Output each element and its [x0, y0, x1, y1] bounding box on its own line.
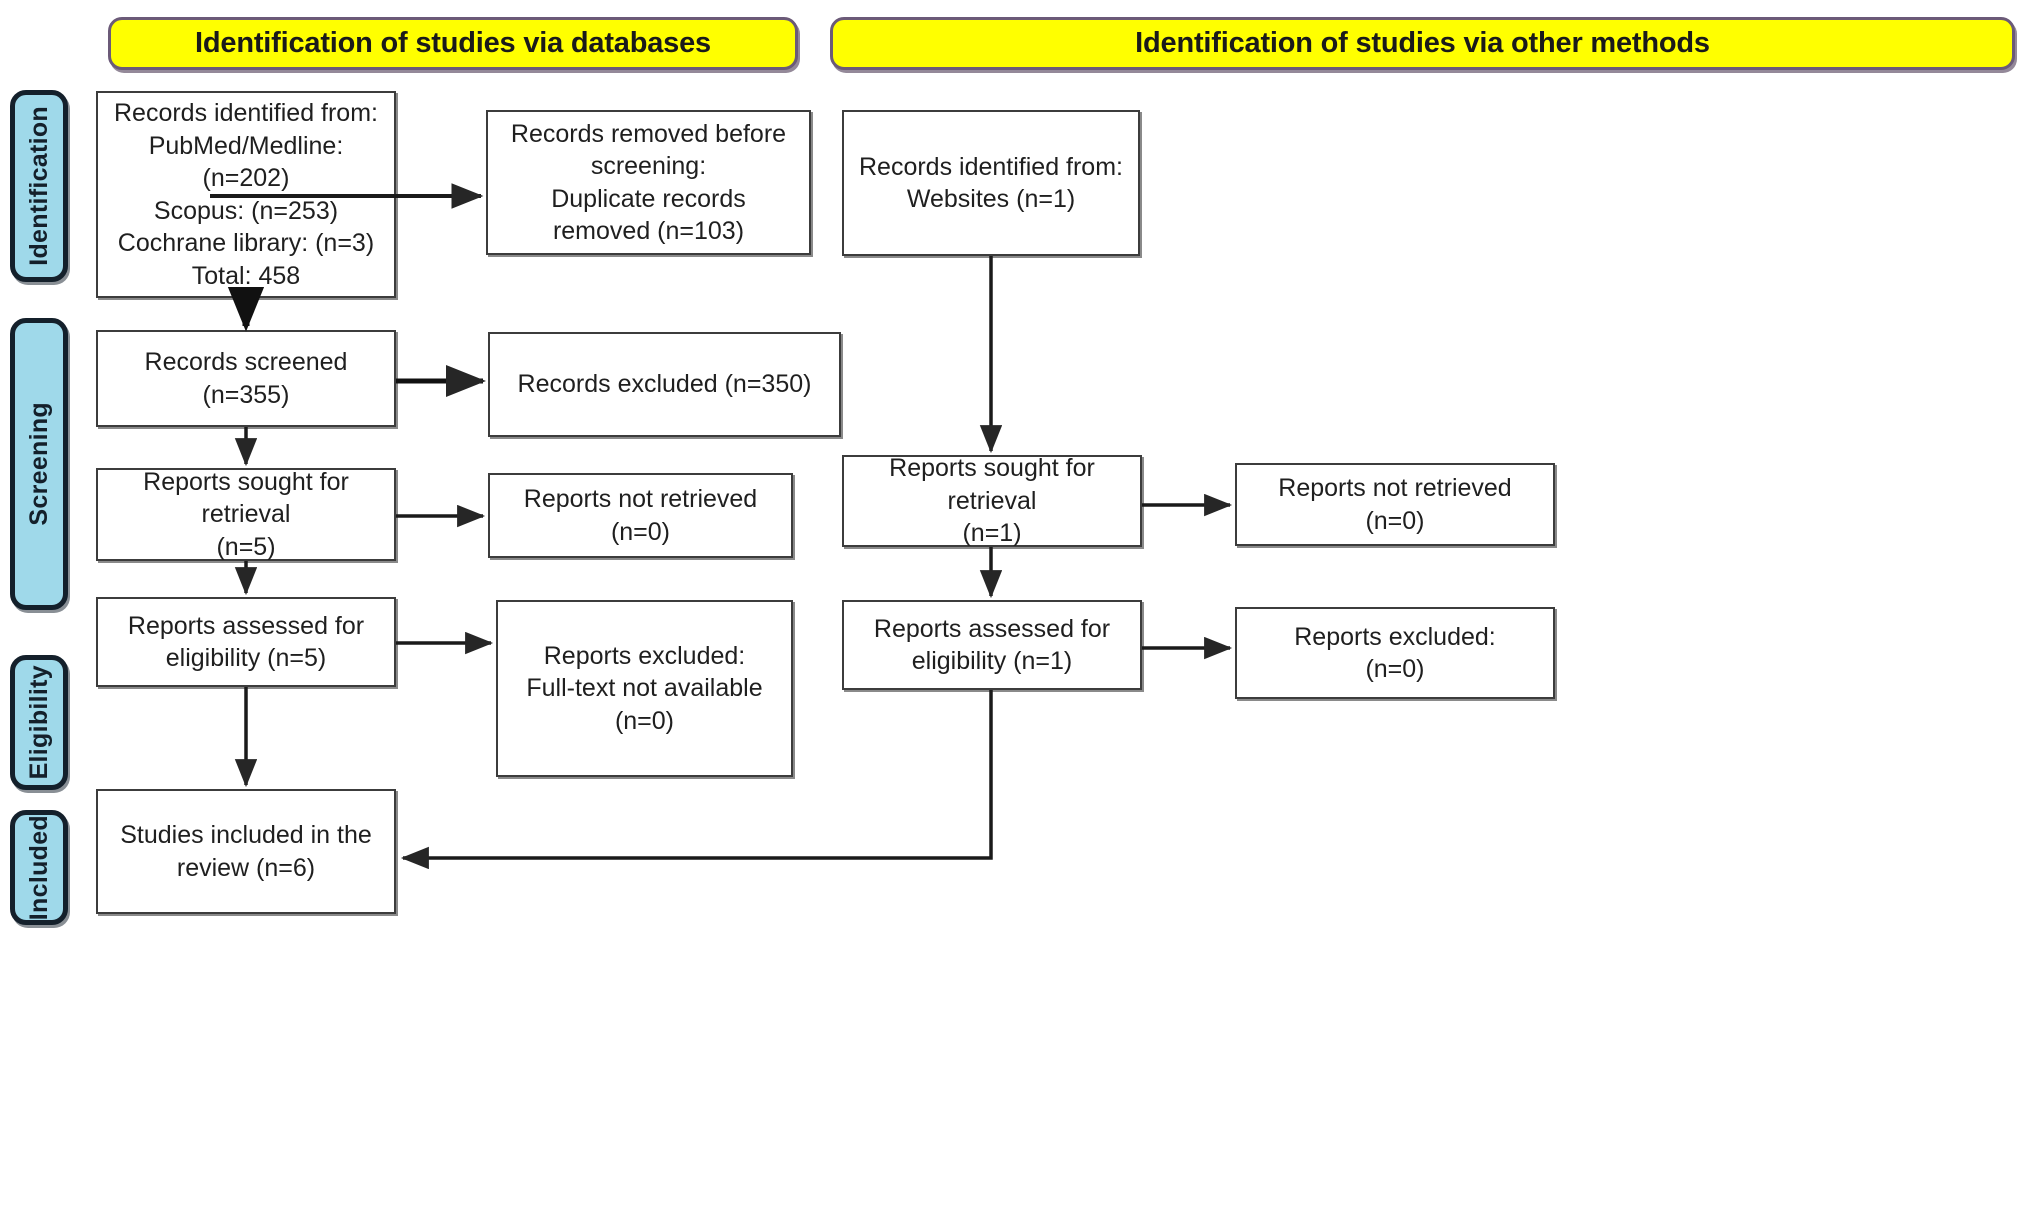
box-reports-sought-left-text: Reports sought for retrieval (n=5) [143, 467, 349, 561]
stage-label-screening: Screening [24, 402, 53, 526]
box-records-removed-before-screening: Records removed before screening: Duplic… [486, 110, 811, 255]
stage-label-eligibility: Eligibility [24, 665, 53, 780]
box-reports-not-retrieved-left: Reports not retrieved (n=0) [488, 473, 793, 558]
box-studies-included: Studies included in the review (n=6) [96, 789, 396, 914]
box-reports-sought-right: Reports sought for retrieval (n=1) [842, 454, 1142, 548]
stage-pill-included: Included [10, 810, 68, 925]
stage-pill-eligibility: Eligibility [10, 655, 68, 790]
box-reports-not-retrieved-right-text: Reports not retrieved (n=0) [1278, 474, 1512, 535]
box-studies-included-text: Studies included in the review (n=6) [120, 821, 372, 882]
box-reports-assessed-right: Reports assessed for eligibility (n=1) [842, 600, 1142, 690]
banner-identification-other-methods: Identification of studies via other meth… [830, 17, 2015, 70]
box-records-excluded-text: Records excluded (n=350) [517, 370, 812, 399]
box-reports-excluded-right: Reports excluded: (n=0) [1235, 607, 1555, 699]
box-reports-assessed-right-text: Reports assessed for eligibility (n=1) [873, 614, 1111, 676]
box-records-screened: Records screened (n=355) [96, 330, 396, 427]
box-records-removed-text: Records removed before screening: Duplic… [510, 119, 787, 246]
box-records-identified-other-text: Records identified from: Websites (n=1) [858, 152, 1123, 214]
stage-pill-identification: Identification [10, 90, 68, 282]
box-reports-excluded-right-text: Reports excluded: (n=0) [1294, 622, 1496, 684]
box-reports-excluded-left: Reports excluded: Full-text not availabl… [496, 600, 793, 777]
box-records-excluded: Records excluded (n=350) [488, 332, 841, 437]
banner-identification-databases: Identification of studies via databases [108, 17, 798, 70]
stage-label-identification: Identification [24, 106, 53, 266]
box-records-identified-databases-text: Records identified from: PubMed/Medline:… [113, 99, 378, 290]
stage-label-included: Included [24, 814, 53, 921]
stage-pill-screening: Screening [10, 318, 68, 610]
box-reports-sought-right-text: Reports sought for retrieval (n=1) [889, 454, 1095, 548]
box-reports-sought-left: Reports sought for retrieval (n=5) [96, 468, 396, 561]
box-reports-assessed-left: Reports assessed for eligibility (n=5) [96, 597, 396, 687]
banner-other-methods-label: Identification of studies via other meth… [1135, 27, 1710, 59]
box-reports-assessed-left-text: Reports assessed for eligibility (n=5) [127, 611, 365, 673]
box-reports-not-retrieved-left-text: Reports not retrieved (n=0) [523, 485, 758, 546]
box-reports-excluded-left-text: Reports excluded: Full-text not availabl… [526, 641, 763, 735]
box-records-identified-other-methods: Records identified from: Websites (n=1) [842, 110, 1140, 256]
box-records-screened-text: Records screened (n=355) [144, 348, 348, 409]
banner-databases-label: Identification of studies via databases [195, 27, 711, 59]
box-reports-not-retrieved-right: Reports not retrieved (n=0) [1235, 463, 1555, 546]
box-records-identified-databases: Records identified from: PubMed/Medline:… [96, 91, 396, 298]
